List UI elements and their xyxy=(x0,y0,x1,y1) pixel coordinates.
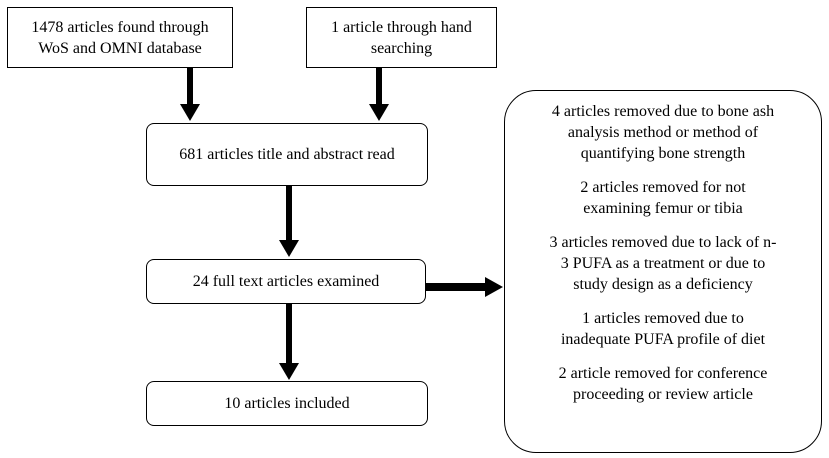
reason-line: 2 articles removed for not xyxy=(580,179,746,196)
exclusion-reason: 2 articles removed for not examining fem… xyxy=(505,177,821,219)
box-line: searching xyxy=(370,39,433,57)
box-line: WoS and OMNI database xyxy=(38,39,202,57)
exclusion-reason: 2 article removed for conference proceed… xyxy=(505,363,821,405)
exclusion-reasons-box: 4 articles removed due to bone ash analy… xyxy=(504,90,822,453)
reason-line: 3 PUFA as a treatment or due to xyxy=(560,255,766,272)
title-abstract-screening-box: 681 articles title and abstract read xyxy=(146,123,428,186)
reason-line: examining femur or tibia xyxy=(583,200,743,217)
box-text: 681 articles title and abstract read xyxy=(179,146,395,163)
reason-line: quantifying bone strength xyxy=(580,145,746,162)
exclusion-reason: 3 articles removed due to lack of n- 3 P… xyxy=(505,232,821,295)
arrow-wos-to-read xyxy=(180,68,200,121)
box-text: 24 full text articles examined xyxy=(192,273,380,290)
box-line: 1 article through hand xyxy=(331,18,472,36)
arrow-full-to-included xyxy=(279,304,299,380)
studies-included-box: 10 articles included xyxy=(146,381,428,426)
reason-line: 1 articles removed due to xyxy=(582,310,744,327)
reason-line: proceeding or review article xyxy=(573,386,753,403)
records-hand-search-box: 1 article through hand searching xyxy=(306,7,497,68)
reason-line: 2 article removed for conference xyxy=(558,365,768,382)
arrow-full-to-removed xyxy=(426,277,503,297)
reason-line: study design as a deficiency xyxy=(573,276,753,293)
reason-line: analysis method or method of xyxy=(567,124,759,141)
full-text-assessment-box: 24 full text articles examined xyxy=(146,259,426,304)
box-text: 10 articles included xyxy=(224,395,350,412)
records-database-search-box: 1478 articles found through WoS and OMNI… xyxy=(7,7,233,68)
reason-line: 4 articles removed due to bone ash xyxy=(551,103,775,120)
box-line: 1478 articles found through xyxy=(31,18,209,36)
reason-line: 3 articles removed due to lack of n- xyxy=(549,234,777,251)
arrow-read-to-full xyxy=(279,186,299,257)
exclusion-reason: 4 articles removed due to bone ash analy… xyxy=(505,101,821,164)
reason-line: inadequate PUFA profile of diet xyxy=(560,331,766,348)
exclusion-reason: 1 articles removed due to inadequate PUF… xyxy=(505,308,821,350)
arrow-hand-to-read xyxy=(369,68,389,121)
